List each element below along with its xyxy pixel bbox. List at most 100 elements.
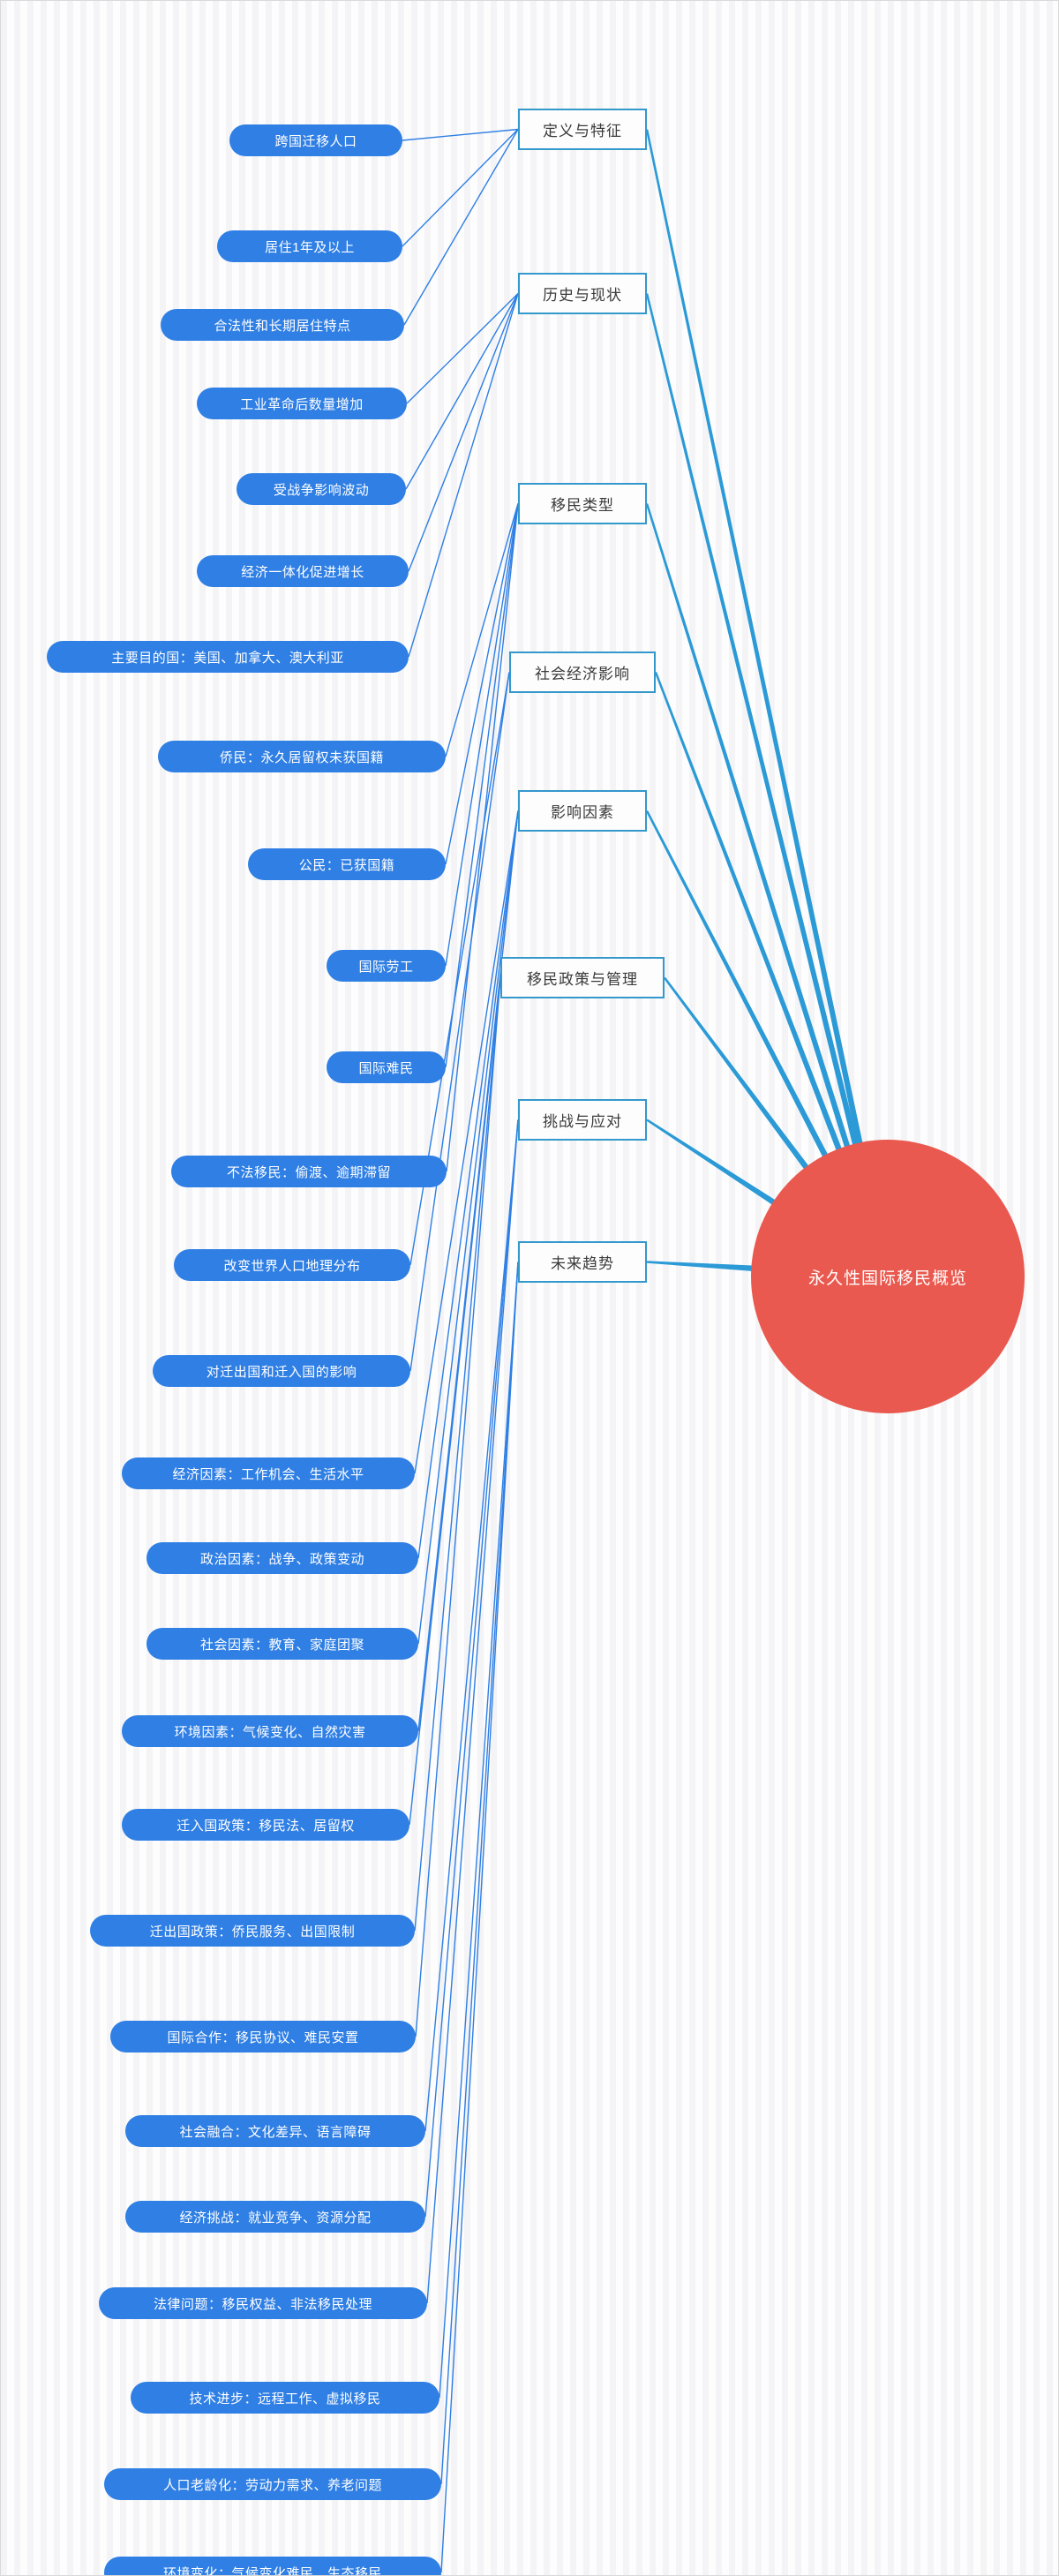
leaf-label: 改变世界人口地理分布	[223, 1258, 361, 1274]
leaf-label: 环境变化：气候变化难民、生态移民	[162, 2565, 382, 2576]
branch-label: 定义与特征	[543, 123, 622, 139]
leaf-label: 国际难民	[358, 1060, 414, 1076]
leaf-node[interactable]: 国际劳工	[327, 950, 446, 982]
branch-label: 挑战与应对	[543, 1113, 622, 1130]
leaf-node[interactable]: 主要目的国：美国、加拿大、澳大利亚	[47, 641, 409, 673]
branch-connectors	[645, 129, 864, 1272]
branch-node-definition[interactable]: 定义与特征	[518, 109, 647, 150]
leaf-label: 合法性和长期居住特点	[214, 318, 351, 334]
branch-connector	[646, 1261, 755, 1272]
leaf-node[interactable]: 跨国迁移人口	[229, 124, 402, 156]
leaf-connector	[406, 293, 519, 404]
leaf-label: 对迁出国和迁入国的影响	[206, 1364, 357, 1380]
leaf-connector	[409, 977, 501, 1826]
leaf-label: 技术进步：远程工作、虚拟移民	[189, 2391, 381, 2407]
branch-label: 历史与现状	[543, 287, 622, 304]
leaf-label: 国际合作：移民协议、难民安置	[167, 2030, 359, 2045]
leaf-node[interactable]: 法律问题：移民权益、非法移民处理	[99, 2287, 427, 2319]
leaf-node[interactable]: 公民：已获国籍	[248, 848, 446, 880]
leaf-node[interactable]: 居住1年及以上	[217, 230, 402, 262]
root-node[interactable]: 永久性国际移民概览	[751, 1140, 1025, 1413]
leaf-connector	[439, 1262, 519, 2399]
leaf-node[interactable]: 对迁出国和迁入国的影响	[153, 1355, 410, 1387]
leaf-node[interactable]: 政治因素：战争、政策变动	[146, 1542, 418, 1574]
leaf-node[interactable]: 社会因素：教育、家庭团聚	[146, 1628, 418, 1660]
leaf-connector	[402, 128, 519, 141]
branch-connector	[645, 293, 860, 1149]
leaf-node[interactable]: 经济因素：工作机会、生活水平	[122, 1457, 415, 1489]
leaf-node[interactable]: 受战争影响波动	[237, 473, 406, 505]
leaf-node[interactable]: 迁出国政策：侨民服务、出国限制	[90, 1915, 415, 1947]
leaf-connector	[440, 1262, 519, 2485]
leaf-connector	[426, 1119, 519, 2304]
leaf-node[interactable]: 改变世界人口地理分布	[174, 1249, 410, 1281]
leaf-label: 受战争影响波动	[273, 482, 370, 498]
leaf-label: 法律问题：移民权益、非法移民处理	[153, 2296, 372, 2312]
branch-node-factors[interactable]: 影响因素	[518, 790, 647, 832]
leaf-label: 政治因素：战争、政策变动	[199, 1551, 364, 1567]
leaf-connector	[424, 1119, 519, 2132]
leaf-connector	[440, 1262, 519, 2573]
leaf-node[interactable]: 经济一体化促进增长	[197, 555, 409, 587]
leaf-node[interactable]: 国际合作：移民协议、难民安置	[110, 2021, 416, 2053]
leaf-label: 经济挑战：就业竞争、资源分配	[179, 2210, 372, 2226]
leaf-connector	[424, 1119, 519, 2218]
leaf-connector	[402, 129, 519, 247]
leaf-node[interactable]: 国际难民	[327, 1051, 446, 1083]
branch-node-history[interactable]: 历史与现状	[518, 273, 647, 314]
branch-node-challenges[interactable]: 挑战与应对	[518, 1099, 647, 1141]
branch-node-policy[interactable]: 移民政策与管理	[500, 957, 665, 998]
leaf-connectors	[402, 128, 519, 2573]
leaf-connector	[409, 672, 510, 1372]
leaf-connector	[408, 293, 519, 572]
leaf-connector	[445, 503, 519, 967]
leaf-label: 公民：已获国籍	[298, 857, 395, 873]
leaf-label: 环境因素：气候变化、自然灾害	[174, 1724, 366, 1740]
leaf-label: 不法移民：偷渡、逾期滞留	[226, 1164, 391, 1180]
leaf-connector	[415, 977, 501, 2037]
branch-connector	[645, 810, 830, 1160]
leaf-label: 人口老龄化：劳动力需求、养老问题	[162, 2477, 382, 2493]
branch-label: 移民政策与管理	[527, 971, 638, 988]
leaf-node[interactable]: 不法移民：偷渡、逾期滞留	[171, 1156, 447, 1187]
leaf-node[interactable]: 合法性和长期居住特点	[161, 309, 404, 341]
leaf-label: 经济一体化促进增长	[241, 564, 364, 580]
leaf-label: 社会融合：文化差异、语言障碍	[179, 2124, 372, 2140]
branch-node-socio[interactable]: 社会经济影响	[509, 652, 656, 693]
leaf-label: 国际劳工	[358, 959, 414, 975]
leaf-node[interactable]: 人口老龄化：劳动力需求、养老问题	[104, 2468, 441, 2500]
leaf-label: 工业革命后数量增加	[240, 396, 364, 412]
leaf-label: 迁出国政策：侨民服务、出国限制	[149, 1924, 356, 1940]
leaf-connector	[446, 503, 519, 1172]
root-label: 永久性国际移民概览	[807, 1269, 967, 1288]
leaf-label: 社会因素：教育、家庭团聚	[199, 1637, 364, 1653]
leaf-node[interactable]: 经济挑战：就业竞争、资源分配	[125, 2201, 425, 2233]
branch-connector	[645, 503, 852, 1150]
leaf-connector	[417, 810, 519, 1559]
leaf-node[interactable]: 技术进步：远程工作、虚拟移民	[131, 2382, 439, 2414]
leaf-connector	[403, 129, 519, 326]
leaf-connector	[408, 293, 519, 658]
leaf-label: 侨民：永久居留权未获国籍	[219, 749, 384, 765]
branch-node-future[interactable]: 未来趋势	[518, 1241, 647, 1283]
leaf-connector	[445, 503, 519, 865]
leaf-node[interactable]: 环境因素：气候变化、自然灾害	[122, 1715, 418, 1747]
branch-node-types[interactable]: 移民类型	[518, 483, 647, 524]
leaf-connector	[445, 503, 519, 757]
leaf-connector	[445, 503, 519, 1068]
leaf-connector	[417, 810, 519, 1645]
leaf-connector	[405, 293, 519, 490]
branch-connector	[646, 1119, 778, 1207]
leaf-node[interactable]: 侨民：永久居留权未获国籍	[158, 741, 446, 772]
leaf-node[interactable]: 工业革命后数量增加	[197, 388, 407, 419]
leaf-node[interactable]: 社会融合：文化差异、语言障碍	[125, 2115, 425, 2147]
branch-label: 影响因素	[551, 804, 614, 821]
leaf-label: 主要目的国：美国、加拿大、澳大利亚	[111, 650, 344, 666]
leaf-node[interactable]: 环境变化：气候变化难民、生态移民	[104, 2557, 441, 2576]
leaf-label: 居住1年及以上	[265, 239, 355, 255]
branch-connector	[654, 672, 843, 1154]
leaf-node[interactable]: 迁入国政策：移民法、居留权	[122, 1809, 409, 1841]
leaf-label: 迁入国政策：移民法、居留权	[176, 1818, 355, 1834]
branch-label: 未来趋势	[551, 1255, 614, 1272]
